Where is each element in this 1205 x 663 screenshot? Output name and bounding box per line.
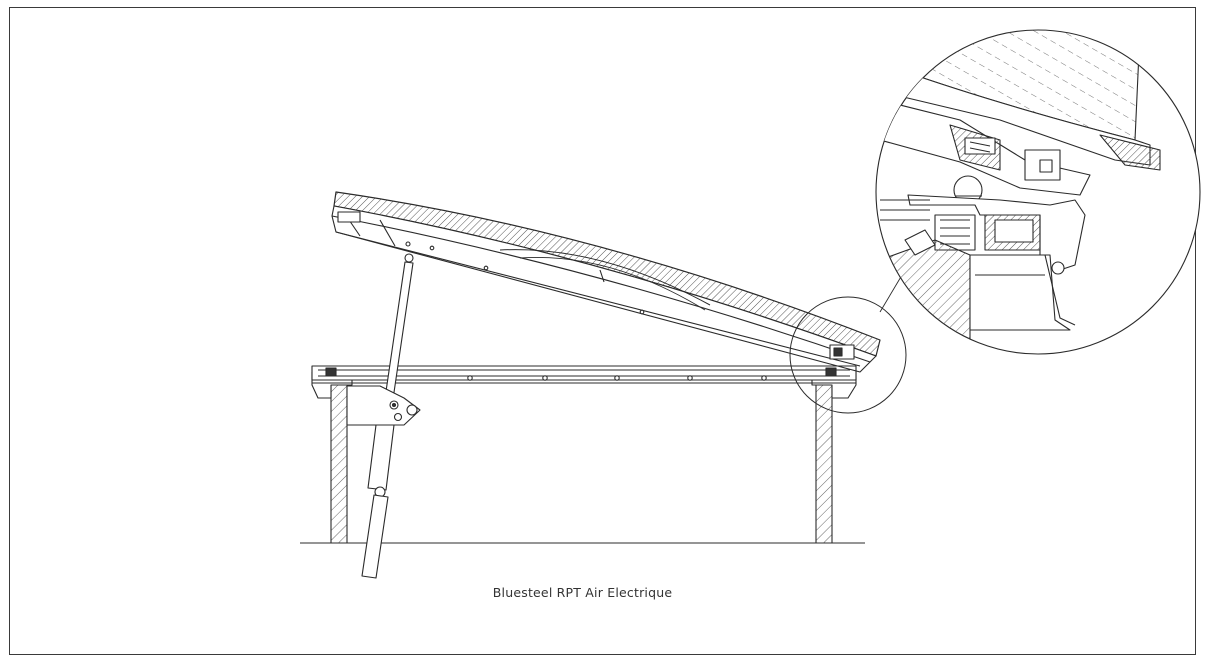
right-upstand: [811, 371, 857, 544]
base-frame: [311, 365, 857, 384]
actuator: [346, 253, 421, 579]
opening-lid: [331, 191, 881, 373]
detail-marker-circle: [789, 296, 907, 414]
detail-enlargement: [875, 29, 1201, 355]
drawing-caption: Bluesteel RPT Air Electrique: [492, 585, 673, 600]
drawing-frame: [9, 7, 1196, 655]
left-upstand: [311, 371, 353, 544]
